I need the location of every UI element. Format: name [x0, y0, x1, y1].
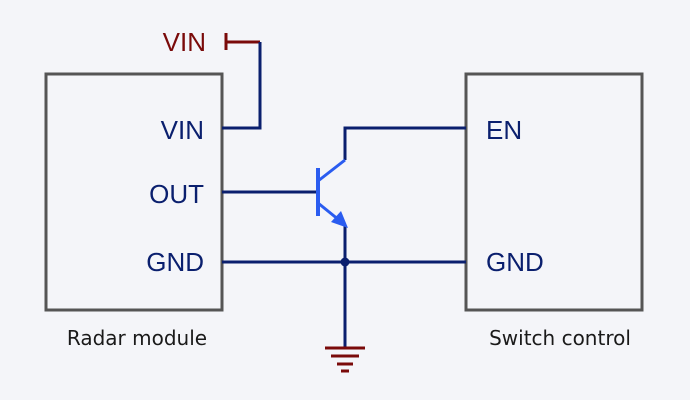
en-wire — [343, 126, 466, 160]
ground-symbol — [325, 346, 365, 373]
switch-control-caption: Switch control — [489, 326, 631, 350]
radar-pin-out: OUT — [149, 179, 204, 209]
radar-module-caption: Radar module — [67, 326, 207, 350]
switch-pin-gnd: GND — [486, 247, 544, 277]
supply-label: VIN — [163, 27, 206, 57]
vin-wire — [222, 42, 262, 130]
npn-transistor-icon — [316, 158, 348, 228]
switch-pin-en: EN — [486, 115, 522, 145]
radar-pin-gnd: GND — [146, 247, 204, 277]
radar-pin-vin: VIN — [161, 115, 204, 145]
switch-control-box — [464, 72, 644, 312]
